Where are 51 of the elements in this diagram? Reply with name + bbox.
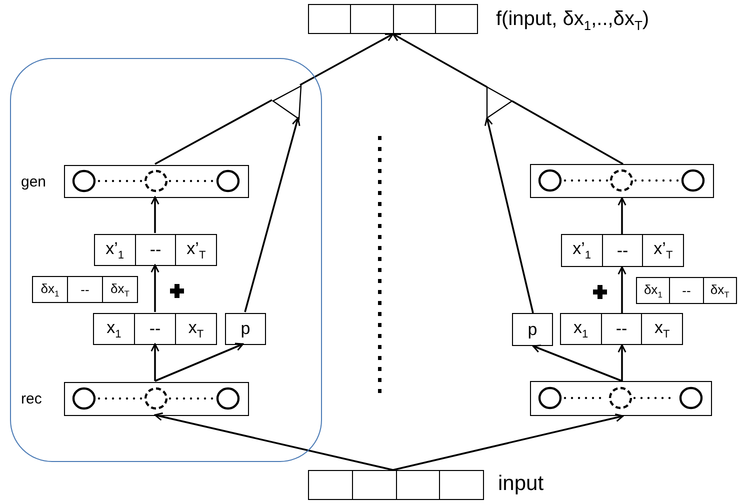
value-box xyxy=(512,313,553,346)
junction-mark xyxy=(486,86,514,120)
arrow xyxy=(150,196,160,233)
vector-cell-text: x’$_{T}$ xyxy=(654,239,673,262)
vector-cell-text: -- xyxy=(149,319,161,339)
vector-cell-text: p xyxy=(240,319,250,339)
vector-cell-text: x$_{T}$ xyxy=(654,318,670,340)
vector-cell-text: δx$_{T}$ xyxy=(710,282,730,300)
arrow xyxy=(392,33,488,88)
junction-mark xyxy=(272,84,302,120)
vector-box xyxy=(636,277,737,304)
vector-caption: input xyxy=(498,472,544,496)
vector-cell-text: -- xyxy=(682,283,691,298)
layer-label: gen xyxy=(21,173,46,190)
arrow xyxy=(484,117,534,314)
arrow xyxy=(154,412,394,471)
arrow xyxy=(150,343,160,381)
vector-cell-text: -- xyxy=(616,240,628,260)
vector-cell-text: x’$_{1}$ xyxy=(106,238,124,262)
vector-box xyxy=(32,276,138,303)
vector-box xyxy=(561,234,684,267)
vector-box xyxy=(93,313,217,345)
vector-cell-text: x$_{1}$ xyxy=(574,318,588,340)
layer-label: rec xyxy=(21,390,42,408)
vector-box xyxy=(308,4,478,34)
arrow xyxy=(532,344,622,382)
arrow xyxy=(392,413,624,471)
vector-box xyxy=(308,470,484,500)
vector-cell-text: δx$_{T}$ xyxy=(110,280,130,298)
value-box xyxy=(225,313,266,345)
vector-cell-text: x’$_{T}$ xyxy=(186,238,206,262)
arrow xyxy=(154,342,244,382)
arrow xyxy=(618,197,626,234)
arrow xyxy=(150,264,160,312)
vector-caption: f(input, δx$_{1}$,..,δx$_{T}$) xyxy=(496,8,650,33)
vector-cell-text: x’$_{1}$ xyxy=(572,239,592,262)
vector-cell-text: x$_{1}$ xyxy=(106,318,122,340)
vector-cell-text: δx$_{1}$ xyxy=(644,282,662,300)
arrow xyxy=(618,266,626,313)
vector-cell-text: p xyxy=(528,320,538,340)
vector-box xyxy=(94,234,217,266)
vector-cell-text: x$_{T}$ xyxy=(188,318,204,340)
arrow xyxy=(300,33,394,86)
vector-box xyxy=(560,313,683,345)
vector-cell-text: -- xyxy=(616,319,628,339)
vector-cell-text: -- xyxy=(150,240,162,260)
arrow xyxy=(244,117,300,312)
vector-cell-text: δx$_{1}$ xyxy=(40,280,60,298)
vector-cell-text: -- xyxy=(80,282,90,297)
arrow xyxy=(618,344,626,381)
group-panel xyxy=(10,58,322,462)
